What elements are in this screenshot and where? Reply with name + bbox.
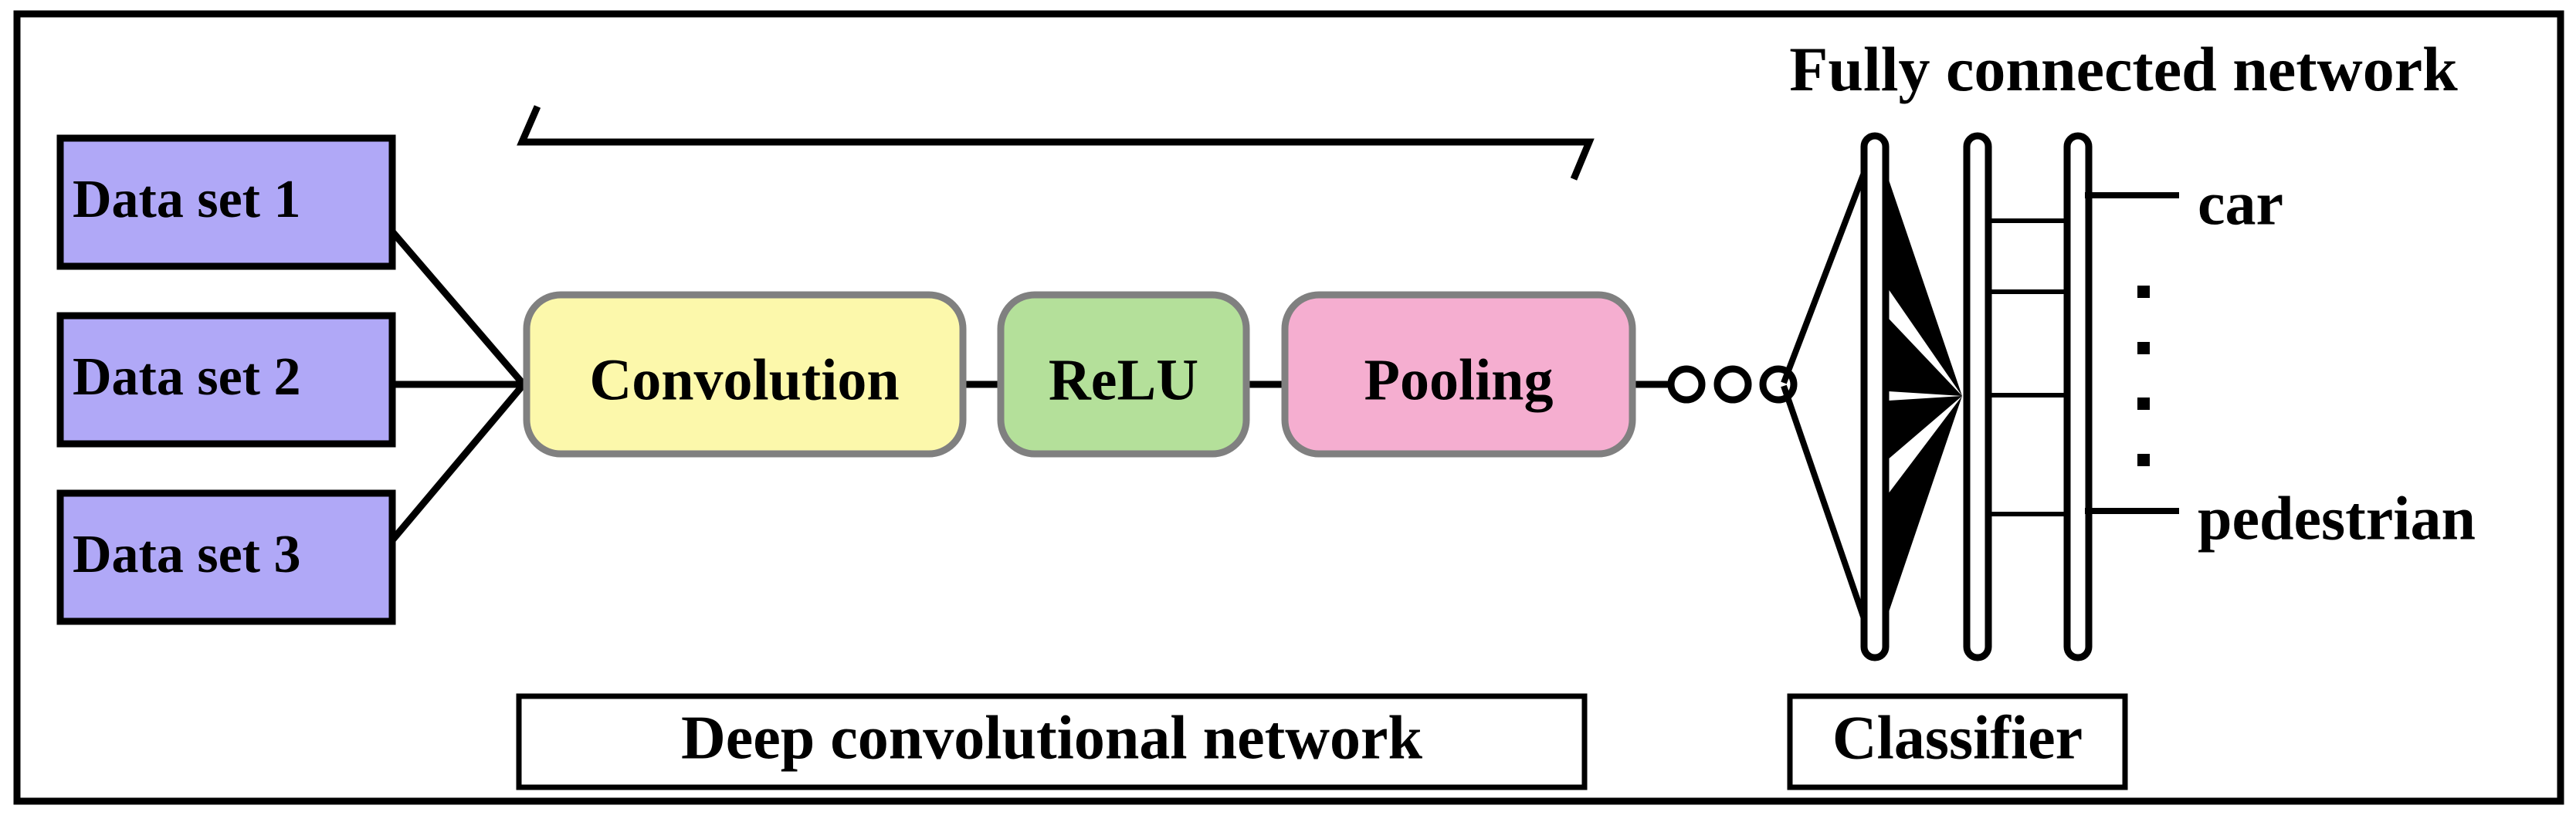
output-leader-lines bbox=[2085, 192, 2179, 514]
input-box-1[interactable]: Data set 1 bbox=[56, 134, 396, 270]
caption-left-box bbox=[516, 693, 1588, 790]
output-ellipsis-dot-1 bbox=[2137, 286, 2150, 298]
relu-box-label: ReLU bbox=[1049, 347, 1198, 412]
edge-input1-to-conv bbox=[389, 229, 527, 387]
output-vertical-ellipsis bbox=[2137, 286, 2150, 466]
fc-layer-rungs bbox=[1977, 218, 2074, 516]
caption-classifier: Classifier bbox=[1787, 693, 2128, 790]
ellipsis-circle-2 bbox=[1713, 365, 1752, 404]
ellipsis-circle-1 bbox=[1667, 365, 1706, 404]
input-box-1-label: Data set 1 bbox=[73, 170, 300, 229]
convolution-box-label: Convolution bbox=[589, 347, 899, 412]
input-box-2-rect bbox=[56, 312, 396, 448]
caption-deep-convolutional-network: Deep convolutional network bbox=[516, 693, 1588, 790]
fc-weight-fan-triangles bbox=[1876, 144, 1962, 648]
output-label-car: car bbox=[2198, 170, 2283, 238]
input-box-2[interactable]: Data set 2 bbox=[56, 312, 396, 448]
convolution-box-rect bbox=[523, 291, 967, 458]
fc-layer-bar-3[interactable] bbox=[2063, 132, 2093, 661]
relu-box-rect bbox=[997, 291, 1250, 458]
input-box-1-rect bbox=[56, 134, 396, 270]
caption-left-label: Deep convolutional network bbox=[681, 704, 1423, 772]
input-converge-edges bbox=[389, 229, 527, 543]
output-ellipsis-dot-3 bbox=[2137, 398, 2150, 410]
input-box-2-label: Data set 2 bbox=[73, 347, 300, 407]
pooling-box-label: Pooling bbox=[1364, 347, 1554, 412]
pipeline-ellipsis-nodes bbox=[1667, 365, 1798, 404]
pipeline-stage-pooling[interactable]: Pooling bbox=[1281, 291, 1636, 458]
edge-input3-to-conv bbox=[389, 382, 527, 543]
fc-layer-bar-2[interactable] bbox=[1963, 132, 1992, 661]
fan-triangle-2 bbox=[1876, 306, 1962, 396]
caption-right-label: Classifier bbox=[1832, 704, 2083, 772]
output-ellipsis-dot-2 bbox=[2137, 342, 2150, 354]
flow-bracket bbox=[517, 105, 1595, 181]
input-box-3-rect bbox=[56, 489, 396, 625]
caption-right-box bbox=[1787, 693, 2128, 790]
input-box-3[interactable]: Data set 3 bbox=[56, 489, 396, 625]
input-box-3-label: Data set 3 bbox=[73, 525, 300, 584]
fully-connected-network-title: Fully connected network bbox=[1789, 34, 2458, 104]
fc-layers bbox=[1860, 132, 2093, 661]
fan-triangle-1 bbox=[1876, 144, 1962, 396]
output-ellipsis-dot-4 bbox=[2137, 454, 2150, 466]
fc-layer-bar-1[interactable] bbox=[1860, 132, 1890, 661]
input-data-sets: Data set 1 Data set 2 Data set 3 bbox=[56, 134, 396, 625]
pooling-box-rect bbox=[1281, 291, 1636, 458]
output-label-pedestrian: pedestrian bbox=[2198, 485, 2476, 553]
pipeline-stage-relu[interactable]: ReLU bbox=[997, 291, 1250, 458]
fan-triangle-4 bbox=[1876, 396, 1962, 648]
fan-triangle-3 bbox=[1876, 396, 1962, 469]
pipeline-stage-convolution[interactable]: Convolution bbox=[523, 291, 967, 458]
